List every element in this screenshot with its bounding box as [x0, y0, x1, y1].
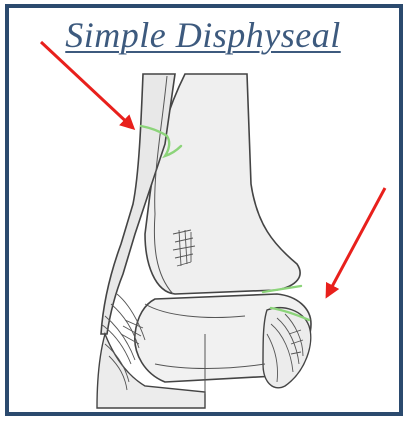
- arrow-fracture-tibia-distal: [327, 188, 385, 296]
- ankle-bone-illustration: [5, 4, 403, 416]
- arrow-fracture-fibula: [41, 42, 133, 128]
